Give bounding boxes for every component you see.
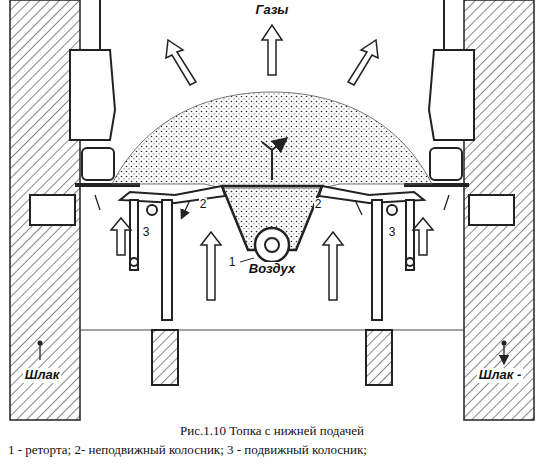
callout-number: 1 (228, 256, 237, 270)
callout-number: 2 (199, 198, 208, 212)
fuel-bed (112, 92, 432, 188)
flow-label: Шлак (23, 368, 62, 383)
gas-arrows (166, 25, 378, 85)
air-arrows (111, 218, 433, 300)
screw-feeder (255, 228, 289, 262)
flow-label: Воздух (247, 262, 297, 277)
callout-number: 3 (388, 226, 397, 240)
callout-number: 3 (142, 226, 151, 240)
flow-label: Газы (254, 3, 291, 18)
flow-label: Шлак - (477, 368, 524, 383)
figure-caption: Рис.1.10 Топка с нижней подачей (180, 424, 364, 439)
callout-number: 2 (314, 198, 323, 212)
legend-text: 1 - реторта; 2- неподвижный колосник; 3 … (8, 443, 367, 458)
